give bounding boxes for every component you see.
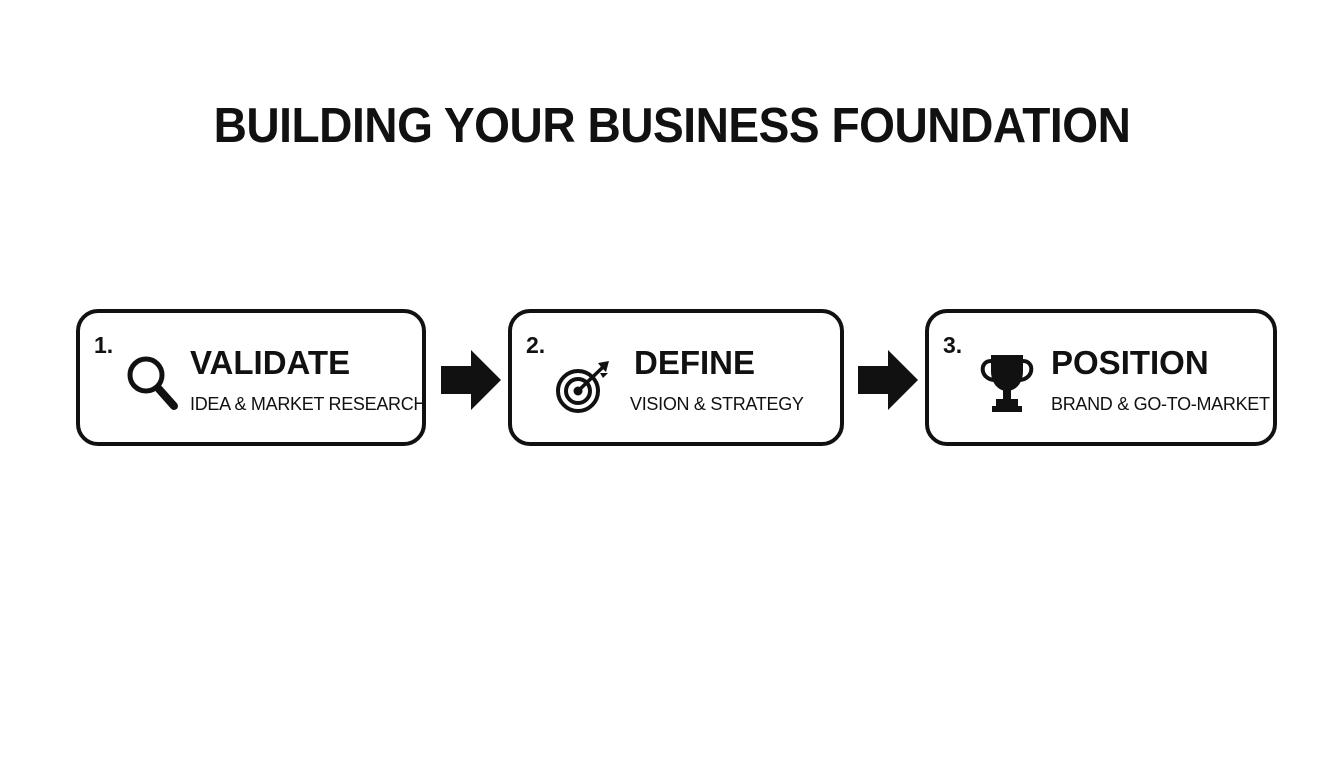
step-title: VALIDATE: [190, 344, 351, 381]
target-icon: [556, 361, 609, 413]
step-subtitle: VISION & STRATEGY: [630, 394, 804, 414]
diagram-title: BUILDING YOUR BUSINESS FOUNDATION: [213, 99, 1131, 153]
magnifying-glass-icon: [127, 356, 178, 410]
step-validate: 1. VALIDATE IDEA & MARKET RESEARCH: [76, 309, 426, 446]
step-subtitle: BRAND & GO-TO-MARKET: [1051, 394, 1270, 414]
step-number: 3.: [943, 332, 963, 358]
step-title: DEFINE: [634, 344, 756, 381]
arrow-right-icon: [441, 350, 501, 410]
step-position: 3. POSITION BRAND & GO-TO-MARKET: [925, 309, 1277, 446]
step-title: POSITION: [1051, 344, 1209, 381]
trophy-icon: [980, 355, 1034, 412]
step-define: 2. DEFINE VISION & STRATEGY: [508, 309, 844, 446]
arrow-right-icon: [858, 350, 918, 410]
step-number: 1.: [94, 332, 114, 358]
step-subtitle: IDEA & MARKET RESEARCH: [190, 394, 427, 414]
step-number: 2.: [526, 332, 546, 358]
